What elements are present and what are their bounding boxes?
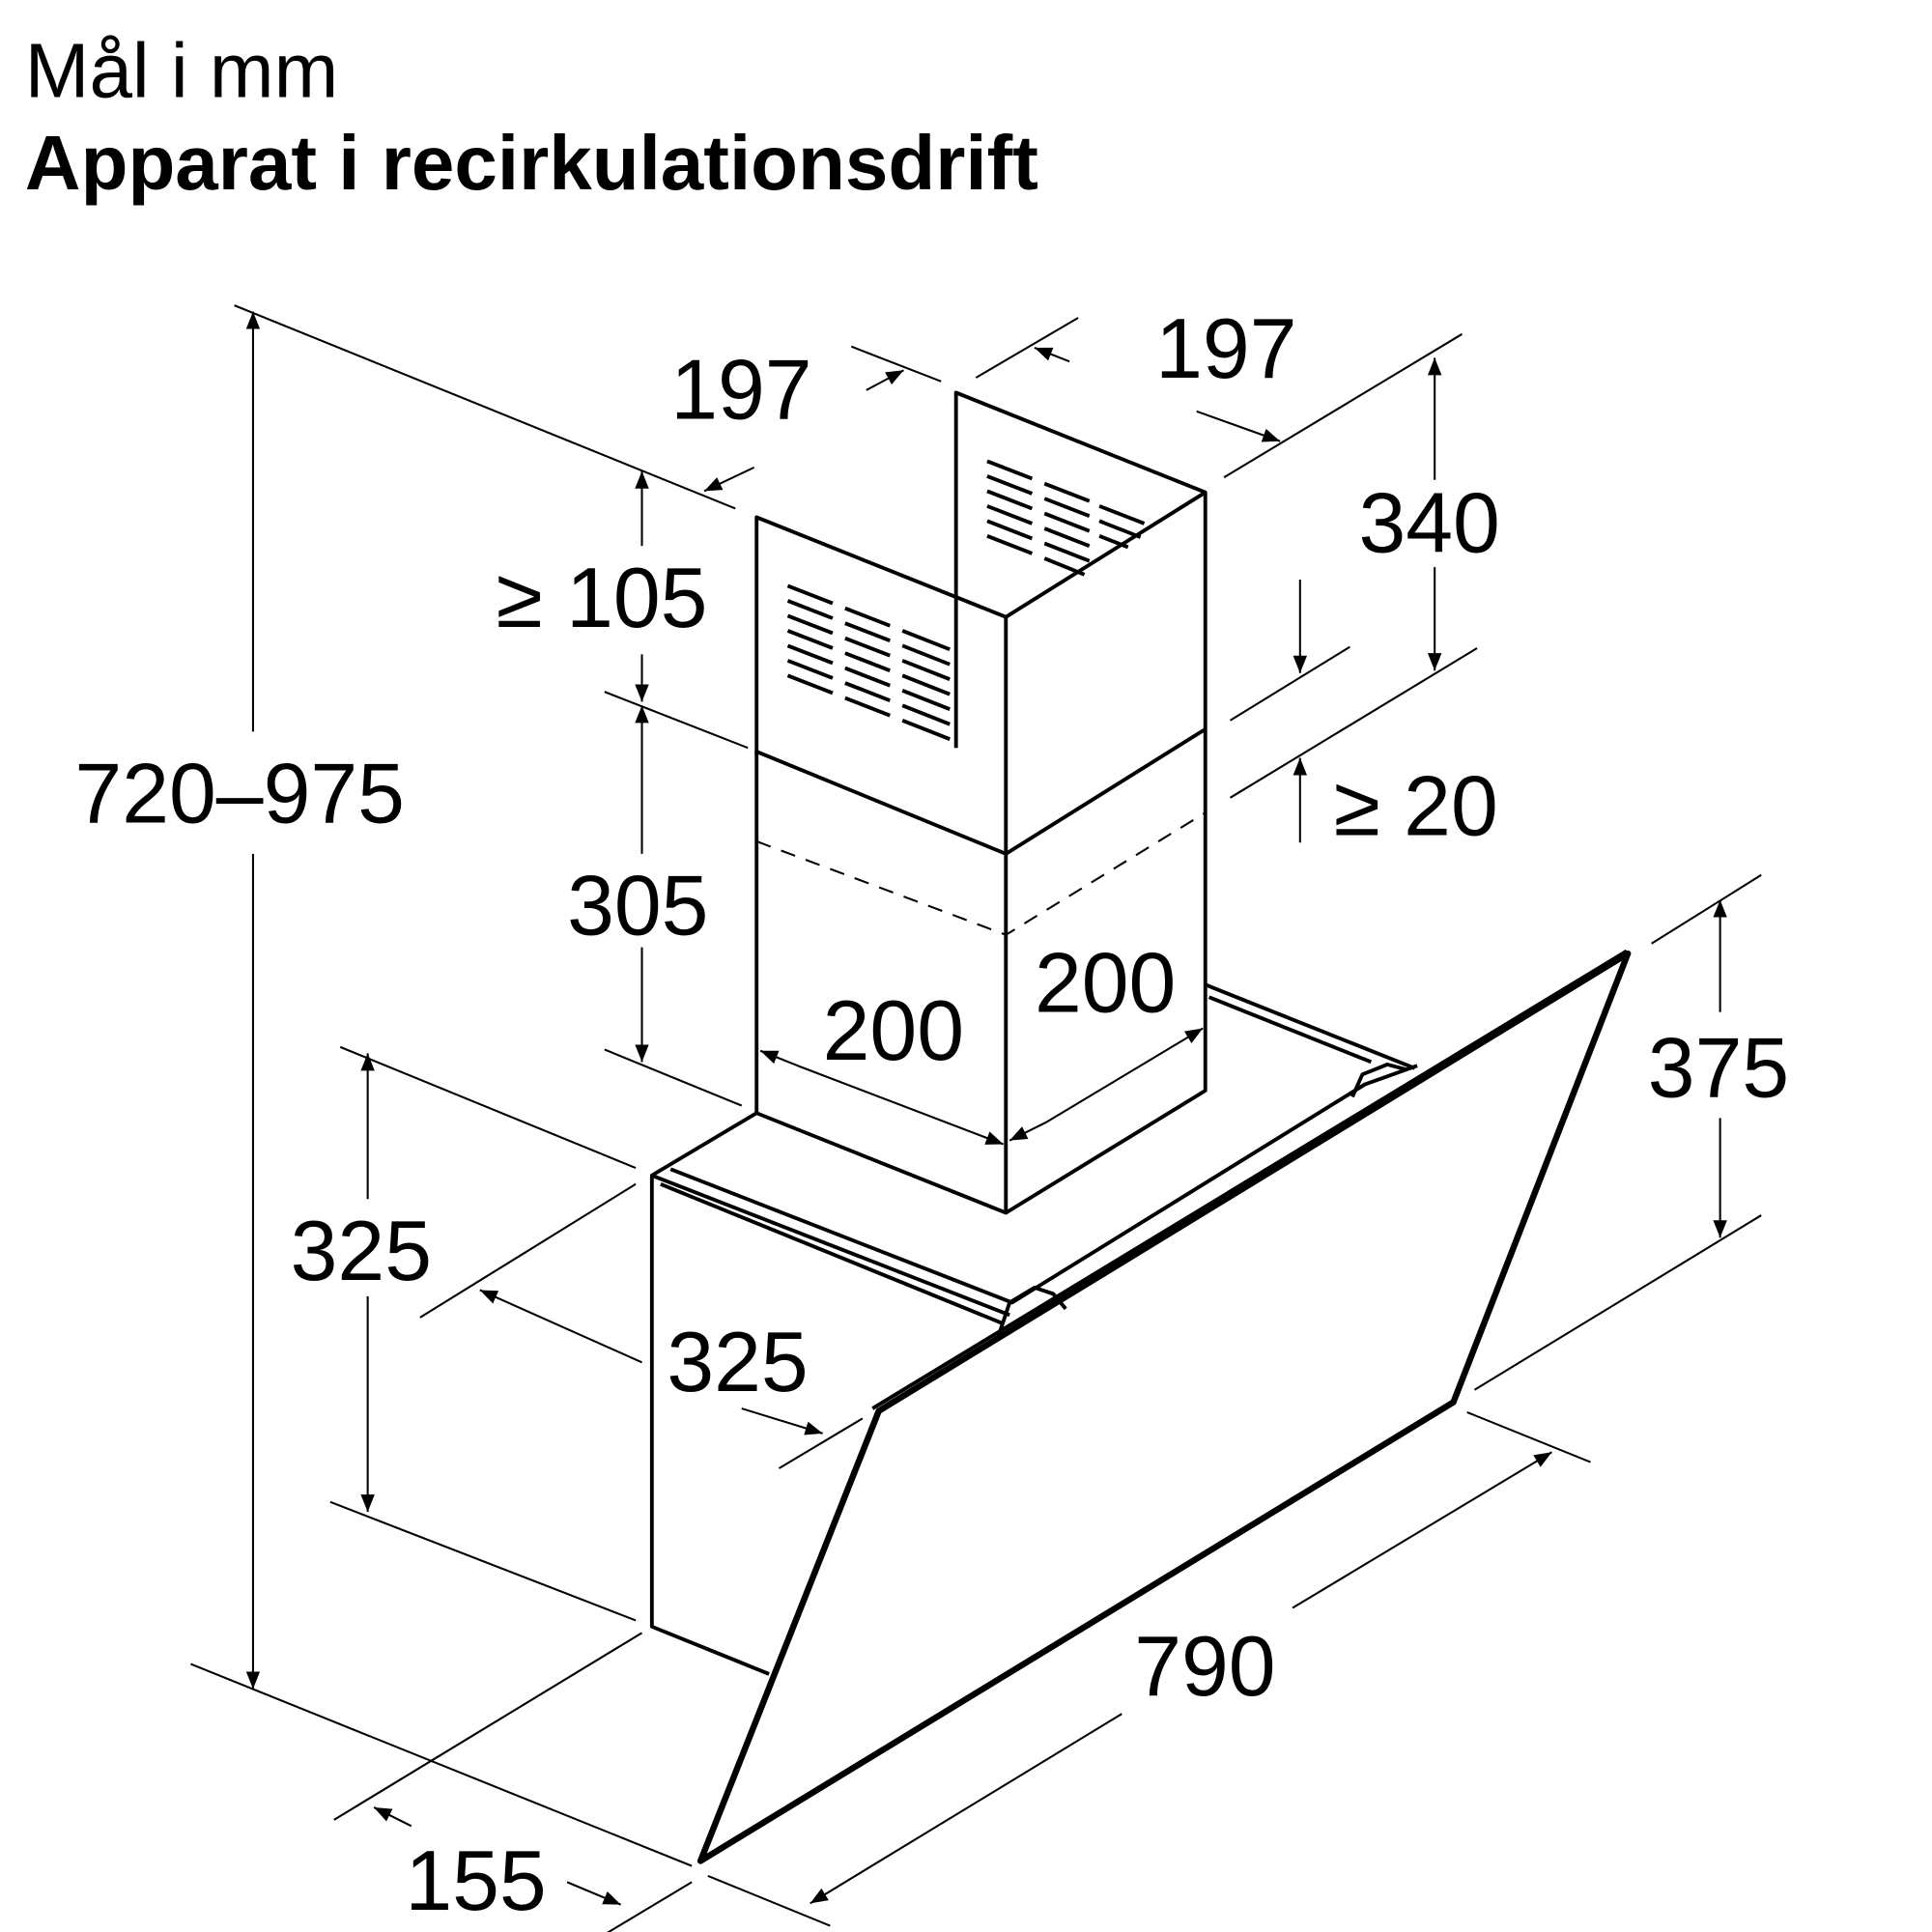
- dim-chimney-depth-left: 197: [670, 343, 811, 438]
- hood-outline: [649, 390, 1632, 1864]
- dim-total-height: 720–975: [74, 747, 405, 841]
- dim-min-top-clearance: ≥ 105: [497, 551, 708, 645]
- dim-lower-chimney-width-side: 200: [1035, 936, 1176, 1031]
- dim-min-overlap: ≥ 20: [1334, 759, 1498, 854]
- dim-body-depth: 325: [667, 1315, 808, 1409]
- vent-slots-back: [986, 459, 1146, 577]
- dim-glass-height: 375: [1648, 1020, 1789, 1115]
- units-label: Mål i mm: [25, 28, 338, 114]
- dim-chimney-width-right: 197: [1155, 301, 1296, 396]
- dim-body-height: 325: [291, 1204, 432, 1298]
- dim-bottom-depth: 155: [405, 1833, 546, 1928]
- dimension-lines: [190, 304, 1762, 1932]
- dim-total-width: 790: [1134, 1619, 1275, 1714]
- dim-lower-chimney-height: 305: [567, 859, 708, 953]
- dim-lower-chimney-width-front: 200: [823, 983, 964, 1078]
- diagram-title: Apparat i recirkulationsdrift: [25, 120, 1038, 206]
- dim-upper-chimney-height: 340: [1358, 476, 1499, 571]
- vent-slots-front: [786, 583, 951, 741]
